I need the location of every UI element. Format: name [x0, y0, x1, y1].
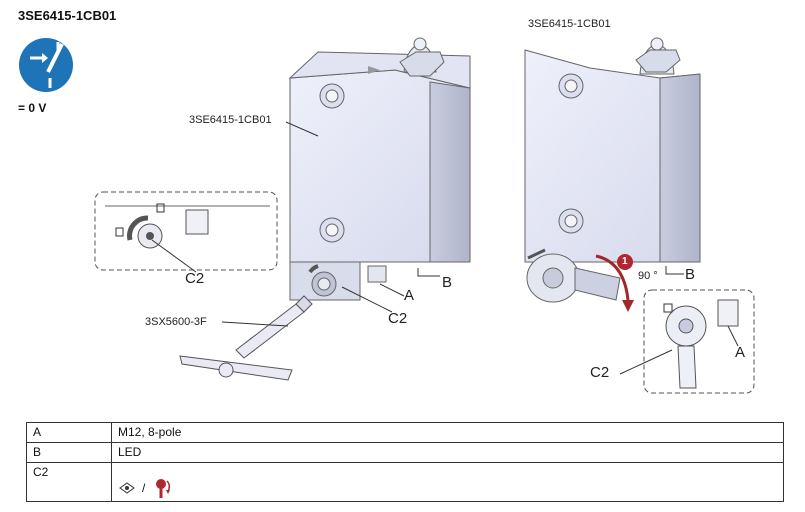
right-detail-inset	[619, 289, 755, 394]
callout-a-right: A	[735, 344, 746, 361]
callout-c2-right: C2	[590, 364, 610, 381]
callout-b-left: B	[442, 274, 453, 291]
angle-label: 90 °	[638, 270, 658, 282]
table-row: B LED	[26, 442, 784, 463]
rotate-knob-icon	[156, 479, 171, 498]
callout-a-left: A	[404, 287, 415, 304]
callout-c2-detail: C2	[185, 270, 205, 287]
symbol-separator: /	[142, 481, 146, 495]
legend-key: B	[26, 442, 112, 463]
tool-symbol-icon	[119, 482, 135, 494]
page-title: 3SE6415-1CB01	[18, 8, 117, 23]
right-device	[524, 37, 701, 303]
step-number: 1	[622, 256, 628, 267]
left-device	[288, 37, 471, 301]
tool-label: 3SX5600-3F	[145, 316, 207, 328]
voltage-label: = 0 V	[18, 101, 47, 115]
callout-b-right: B	[685, 266, 696, 283]
table-row: C2 /	[26, 462, 784, 502]
right-device-label: 3SE6415-1CB01	[528, 18, 611, 30]
table-row: A M12, 8-pole	[26, 422, 784, 443]
left-detail-inset	[94, 191, 278, 273]
legend-key: C2	[26, 462, 112, 502]
legend-value: M12, 8-pole	[111, 422, 784, 443]
legend-value: /	[111, 462, 784, 502]
callout-c2-left: C2	[388, 310, 408, 327]
left-device-label: 3SE6415-1CB01	[189, 114, 272, 126]
legend-key: A	[26, 422, 112, 443]
legend-table: A M12, 8-pole B LED C2 /	[26, 422, 784, 502]
legend-value: LED	[111, 442, 784, 463]
tool-3sx5600-3f	[179, 295, 313, 381]
